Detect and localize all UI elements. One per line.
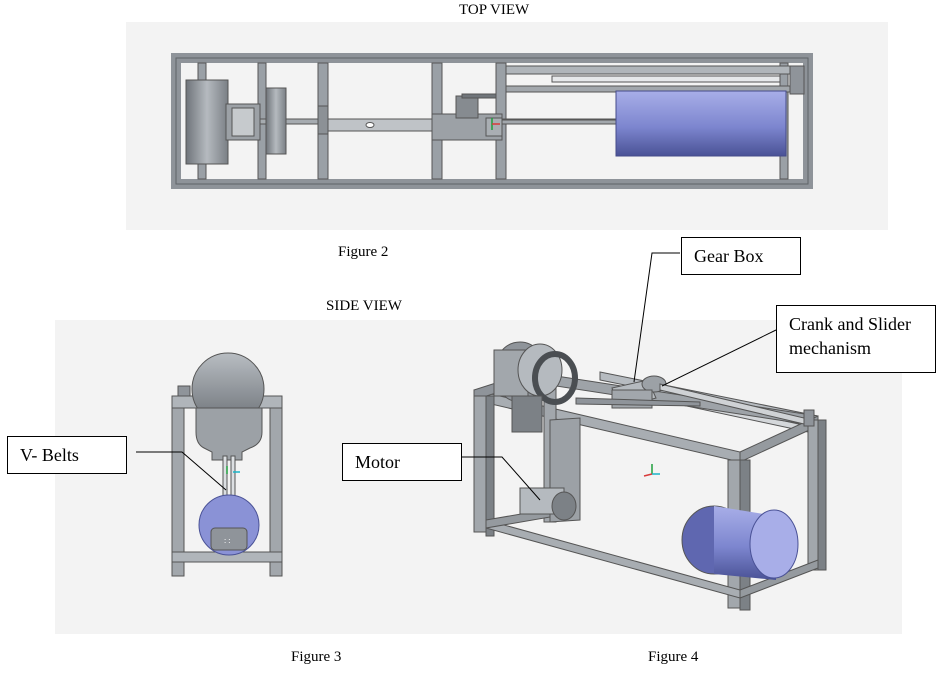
motor-leader bbox=[462, 456, 541, 501]
v-belts-leader bbox=[136, 451, 227, 491]
figure-4-caption: Figure 4 bbox=[648, 649, 699, 665]
svg-text:: :: : : bbox=[224, 536, 230, 545]
gear-box-callout: Gear Box bbox=[681, 237, 801, 275]
v-belts-label: V- Belts bbox=[20, 445, 79, 465]
crank-slider-label-line2: mechanism bbox=[789, 338, 871, 358]
motor-callout: Motor bbox=[342, 443, 462, 481]
top-view-title: TOP VIEW bbox=[459, 2, 530, 18]
side-view-title: SIDE VIEW bbox=[326, 298, 402, 314]
crank-slider-leader bbox=[661, 329, 777, 387]
figure-3-caption: Figure 3 bbox=[291, 649, 342, 665]
figure-2-caption: Figure 2 bbox=[338, 244, 389, 260]
gear-box-leader bbox=[633, 252, 680, 383]
callout-leaders bbox=[136, 252, 777, 501]
side-view-drawing: : : bbox=[171, 352, 283, 577]
crank-slider-callout: Crank and Slider mechanism bbox=[776, 305, 936, 373]
gear-box-label: Gear Box bbox=[694, 246, 764, 266]
motor-label: Motor bbox=[355, 452, 400, 472]
crank-slider-label-line1: Crank and Slider bbox=[789, 314, 911, 334]
isometric-drawing bbox=[473, 341, 827, 611]
v-belts-callout: V- Belts bbox=[7, 436, 127, 474]
top-view-drawing bbox=[171, 53, 813, 189]
